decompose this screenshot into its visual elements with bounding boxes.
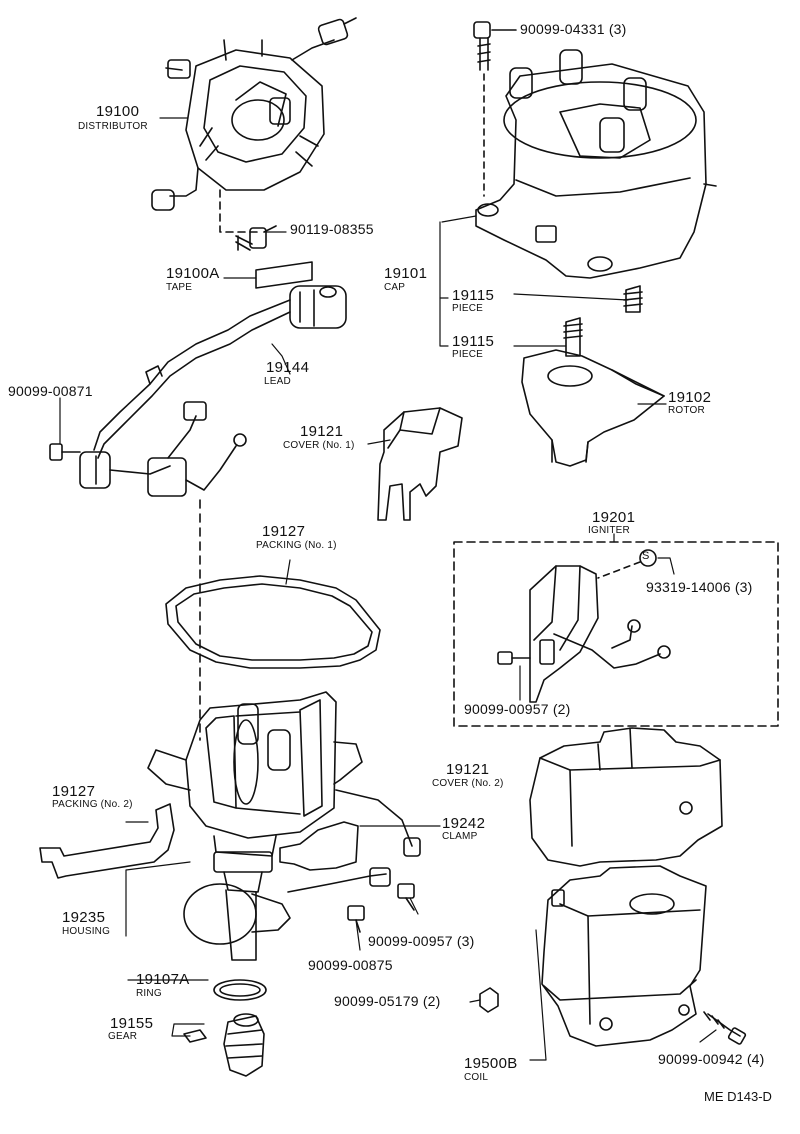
- part-name-distributor: DISTRIBUTOR: [78, 121, 148, 132]
- part-name-rotor: ROTOR: [668, 405, 705, 416]
- leader-lines: [59, 117, 717, 1061]
- clamp-drawing: [279, 789, 421, 893]
- part-number-19127-upper: 19127: [262, 523, 306, 540]
- pieces-drawing: [563, 285, 643, 357]
- part-name-piece-upper: PIECE: [452, 303, 484, 314]
- coil-drawing: [541, 865, 707, 1047]
- fastener-code-00942: 90099-00942 (4): [658, 1051, 765, 1067]
- bolt-04331-drawing: [473, 21, 517, 197]
- part-name-clamp: CLAMP: [442, 831, 478, 842]
- packing-no1-drawing: [165, 575, 381, 669]
- part-number-19144: 19144: [266, 359, 310, 376]
- igniter-drawing: [453, 541, 779, 727]
- part-number-19101: 19101: [384, 265, 428, 282]
- packing-no2-drawing: [39, 803, 175, 879]
- rotor-drawing: [521, 349, 665, 467]
- part-number-19100a: 19100A: [166, 265, 220, 282]
- marker-s: S: [642, 550, 650, 562]
- ring-drawing: [213, 979, 267, 1001]
- part-name-piece-lower: PIECE: [452, 349, 484, 360]
- part-number-19201: 19201: [592, 509, 636, 526]
- distributor-drawing: [151, 17, 357, 233]
- cover-no1-drawing: [377, 407, 463, 521]
- part-name-packing-no1: PACKING (No. 1): [256, 540, 337, 551]
- housing-drawing: [147, 691, 363, 961]
- part-number-19115-upper: 19115: [452, 287, 495, 304]
- diagram-reference-code: ME D143-D: [704, 1089, 772, 1104]
- fastener-code-00871: 90099-00871: [8, 383, 93, 399]
- fasteners-right-drawing: [479, 987, 747, 1045]
- screw-00871-drawing: [49, 443, 81, 461]
- screw-08355-drawing: [235, 225, 277, 251]
- lead-drawing: [79, 285, 347, 497]
- tape-drawing: [255, 261, 313, 289]
- part-number-19155: 19155: [110, 1015, 154, 1032]
- part-number-19115-lower: 19115: [452, 333, 495, 350]
- part-name-ring: RING: [136, 988, 162, 999]
- part-name-igniter: IGNITER: [588, 525, 630, 536]
- screws-center-drawing: [347, 883, 415, 933]
- fastener-code-05179: 90099-05179 (2): [334, 993, 441, 1009]
- part-name-cap: CAP: [384, 282, 406, 293]
- part-number-19121-lower: 19121: [446, 761, 490, 778]
- cap-drawing: [475, 49, 717, 279]
- fastener-code-00957-igniter: 90099-00957 (2): [464, 701, 571, 717]
- gear-drawing: [183, 1013, 265, 1077]
- part-name-coil: COIL: [464, 1072, 489, 1083]
- part-name-packing-no2: PACKING (No. 2): [52, 799, 133, 810]
- part-name-housing: HOUSING: [62, 926, 111, 937]
- fastener-code-08355: 90119-08355: [290, 221, 374, 237]
- part-number-19235: 19235: [62, 909, 106, 926]
- part-number-19121-upper: 19121: [300, 423, 344, 440]
- fastener-code-00875: 90099-00875: [308, 957, 393, 973]
- part-name-cover-no2: COVER (No. 2): [432, 778, 504, 789]
- fastener-code-04331: 90099-04331 (3): [520, 21, 627, 37]
- cover-no2-drawing: [529, 727, 723, 867]
- part-number-19107a: 19107A: [136, 971, 190, 988]
- part-number-19242: 19242: [442, 815, 486, 832]
- part-number-19102: 19102: [668, 389, 712, 406]
- part-name-lead: LEAD: [264, 376, 291, 387]
- part-number-19500b: 19500B: [464, 1055, 518, 1072]
- part-number-19100: 19100: [96, 103, 140, 120]
- fastener-code-00957-center: 90099-00957 (3): [368, 933, 475, 949]
- part-name-tape: TAPE: [166, 282, 193, 293]
- part-number-19127-lower: 19127: [52, 783, 96, 800]
- part-name-gear: GEAR: [108, 1031, 138, 1042]
- fastener-code-14006: 93319-14006 (3): [646, 579, 753, 595]
- part-name-cover-no1: COVER (No. 1): [283, 440, 355, 451]
